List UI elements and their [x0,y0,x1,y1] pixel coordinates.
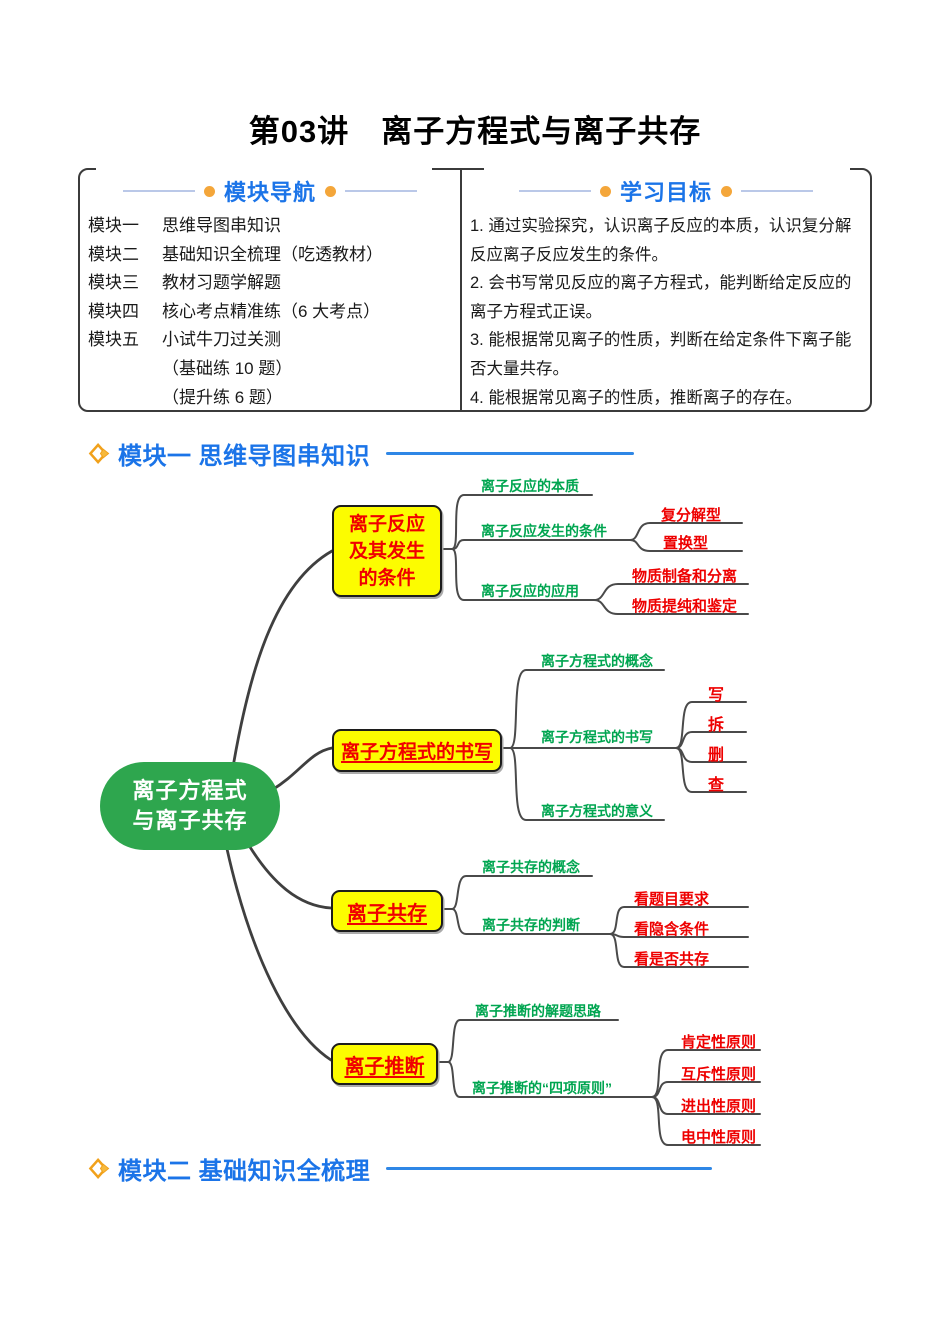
root-line2: 与离子共存 [132,808,248,833]
mindmap-leaf: 复分解型 [661,507,722,524]
mindmap-label: 离子方程式的概念 [541,653,653,669]
mindmap-label: 离子推断的“四项原则” [472,1080,612,1096]
section-header-module2: 模块二 基础知识全梳理 [88,1152,713,1185]
border-patch-right [484,166,850,174]
objective-line: 2. 会书写常见反应的离子方程式，能判断给定反应的 [470,274,852,293]
nav-item-text: 基础知识全梳理（吃透教材） [162,244,383,264]
nav-item-text: 核心考点精准练（6 大考点） [162,301,381,321]
top-info-box: 模块导航 学习目标 模块一 思维导图串知识 模块二 基础知识全梳理（吃透教材） … [78,166,872,412]
mindmap-label: 离子反应发生的条件 [481,523,607,539]
module-nav-list: 模块一 思维导图串知识 模块二 基础知识全梳理（吃透教材） 模块三 教材习题学解… [88,212,383,412]
mindmap-leaf: 电中性原则 [681,1129,757,1146]
mindmap-leaf: 删 [708,747,725,764]
objectives-list: 1. 通过实验探究，认识离子反应的本质，认识复分解 反应离子反应发生的条件。 2… [470,212,868,412]
mindmap-leaf: 查 [708,777,725,794]
nav-item-text: （提升练 6 题） [162,387,283,407]
mindmap-leaf: 看隐含条件 [634,921,710,938]
mindmap-label: 离子方程式的书写 [541,729,653,745]
mindmap-leaf: 拆 [708,717,725,734]
mindmap-label: 离子反应的本质 [481,478,579,494]
border-patch-left [96,166,432,174]
orange-dot-icon [203,185,215,197]
list-item: （基础练 10 题） [88,355,383,384]
section2-title: 模块二 基础知识全梳理 [118,1157,371,1185]
list-item: 模块二 基础知识全梳理（吃透教材） [88,241,383,270]
mindmap-leaf: 互斥性原则 [681,1066,757,1083]
diamond-icon [88,1157,110,1179]
nav-item-label: 模块一 [88,216,139,235]
orange-dot-icon [721,185,732,197]
section-rule [386,1166,713,1170]
mindmap-label: 离子反应的应用 [481,583,579,599]
branch1-line2: 及其发生 [348,540,425,562]
orange-dot-icon [599,185,611,197]
mindmap-branch-box-infer: 离子推断 [331,1043,438,1085]
mindmap-leaf: 物质制备和分离 [632,568,738,585]
objective-line: 否大量共存。 [470,359,569,378]
nav-item-text: 教材习题学解题 [162,273,281,293]
header-line [518,190,591,192]
mindmap-branch-box-coexist: 离子共存 [331,890,443,932]
mindmap-leaf: 置换型 [663,535,709,552]
mindmap-label: 离子方程式的意义 [541,803,653,819]
nav-header-text: 模块导航 [223,180,316,205]
mindmap-label: 离子推断的解题思路 [475,1003,601,1019]
objective-line: 4. 能根据常见离子的性质，推断离子的存在。 [470,388,802,407]
list-item: 模块五 小试牛刀过关测 [88,326,383,355]
nav-item-label: 模块五 [88,330,139,350]
mindmap-leaf: 进出性原则 [681,1098,757,1115]
section-header-module1: 模块一 思维导图串知识 [88,437,635,470]
orange-dot-icon [325,185,336,197]
list-item: 模块三 教材习题学解题 [88,269,383,298]
mindmap-label: 离子共存的概念 [482,859,580,875]
mindmap-branch-box-writing: 离子方程式的书写 [332,729,502,772]
nav-item-label: 模块四 [88,301,139,321]
nav-header: 模块导航 [80,175,460,207]
nav-item-label: 模块三 [88,273,139,293]
nav-item-label: 模块二 [88,244,139,264]
page-title: 第03讲 离子方程式与离子共存 [248,114,702,149]
list-item: （提升练 6 题） [88,384,383,413]
objective-line: 1. 通过实验探究，认识离子反应的本质，认识复分解 [470,217,852,235]
mindmap-branch-box-reaction: 离子反应 及其发生 的条件 [332,505,442,597]
mindmap-root-node: 离子方程式 与离子共存 [100,762,280,850]
list-item: 模块四 核心考点精准练（6 大考点） [88,298,383,327]
mindmap-leaf: 物质提纯和鉴定 [632,598,738,615]
branch1-line1: 离子反应 [348,513,425,535]
mindmap-leaf: 写 [708,687,725,704]
header-line [345,190,417,192]
objective-line: 3. 能根据常见离子的性质，判断在给定条件下离子能 [470,331,852,350]
objectives-header: 学习目标 [462,175,870,207]
mindmap-leaf: 肯定性原则 [681,1034,757,1051]
header-line [741,190,813,192]
header-line [122,190,195,192]
nav-item-text: 思维导图串知识 [162,216,281,235]
objectives-header-text: 学习目标 [619,180,712,205]
objective-line: 反应离子反应发生的条件。 [470,245,668,264]
mindmap-leaf: 看题目要求 [634,891,710,908]
nav-item-text: 小试牛刀过关测 [162,330,281,350]
mindmap-leaf: 看是否共存 [634,951,710,968]
root-line1: 离子方程式 [132,778,248,803]
mindmap-label: 离子共存的判断 [482,917,580,933]
diamond-icon [88,442,110,464]
list-item: 模块一 思维导图串知识 [88,212,383,241]
nav-item-text: （基础练 10 题） [162,358,293,378]
branch1-line3: 的条件 [358,567,416,589]
section1-title: 模块一 思维导图串知识 [118,442,371,470]
box-divider [460,170,462,410]
objective-line: 离子方程式正误。 [470,302,602,321]
section-rule [386,451,635,455]
